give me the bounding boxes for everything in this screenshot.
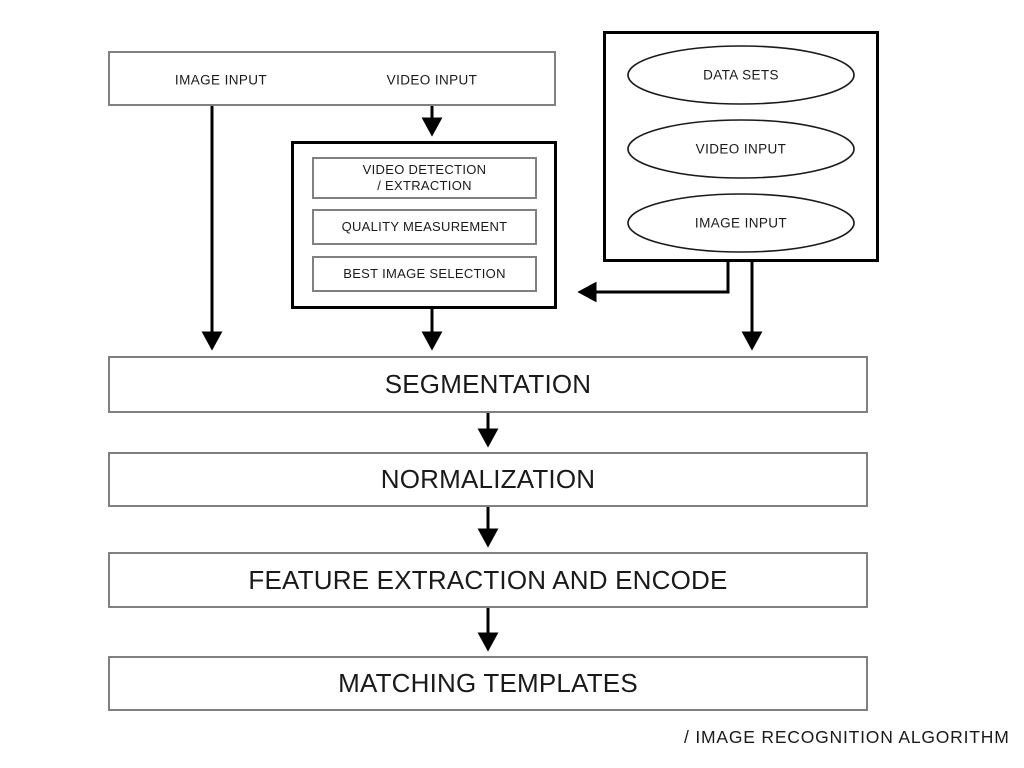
sub-box-video-detection-line1: VIDEO DETECTION bbox=[362, 161, 487, 177]
sub-box-video-detection: VIDEO DETECTION / EXTRACTION bbox=[312, 157, 537, 199]
diagram-caption: / IMAGE RECOGNITION ALGORITHM bbox=[684, 727, 1010, 747]
stage-segmentation: SEGMENTATION bbox=[108, 356, 868, 413]
ellipse-video-input bbox=[627, 119, 855, 179]
stage-feature-extraction: FEATURE EXTRACTION AND ENCODE bbox=[108, 552, 868, 608]
stage-segmentation-label: SEGMENTATION bbox=[384, 369, 592, 399]
sub-box-quality-measurement: QUALITY MEASUREMENT bbox=[312, 209, 537, 245]
stage-matching-templates-label: MATCHING TEMPLATES bbox=[338, 668, 638, 698]
sub-box-video-detection-line2: / EXTRACTION bbox=[377, 178, 472, 193]
sub-box-quality-measurement-label: QUALITY MEASUREMENT bbox=[341, 218, 508, 234]
sub-box-best-image-selection-label: BEST IMAGE SELECTION bbox=[343, 265, 506, 281]
stage-normalization: NORMALIZATION bbox=[108, 452, 868, 507]
stage-feature-extraction-label: FEATURE EXTRACTION AND ENCODE bbox=[248, 564, 728, 595]
ellipse-image-input bbox=[627, 193, 855, 253]
input-label-video-input: VIDEO INPUT bbox=[386, 72, 478, 88]
input-label-image-input: IMAGE INPUT bbox=[174, 72, 268, 88]
stage-matching-templates: MATCHING TEMPLATES bbox=[108, 656, 868, 711]
stage-normalization-label: NORMALIZATION bbox=[380, 464, 596, 494]
input-bar bbox=[108, 51, 556, 106]
ellipse-data-sets bbox=[627, 45, 855, 105]
sub-box-best-image-selection: BEST IMAGE SELECTION bbox=[312, 256, 537, 292]
